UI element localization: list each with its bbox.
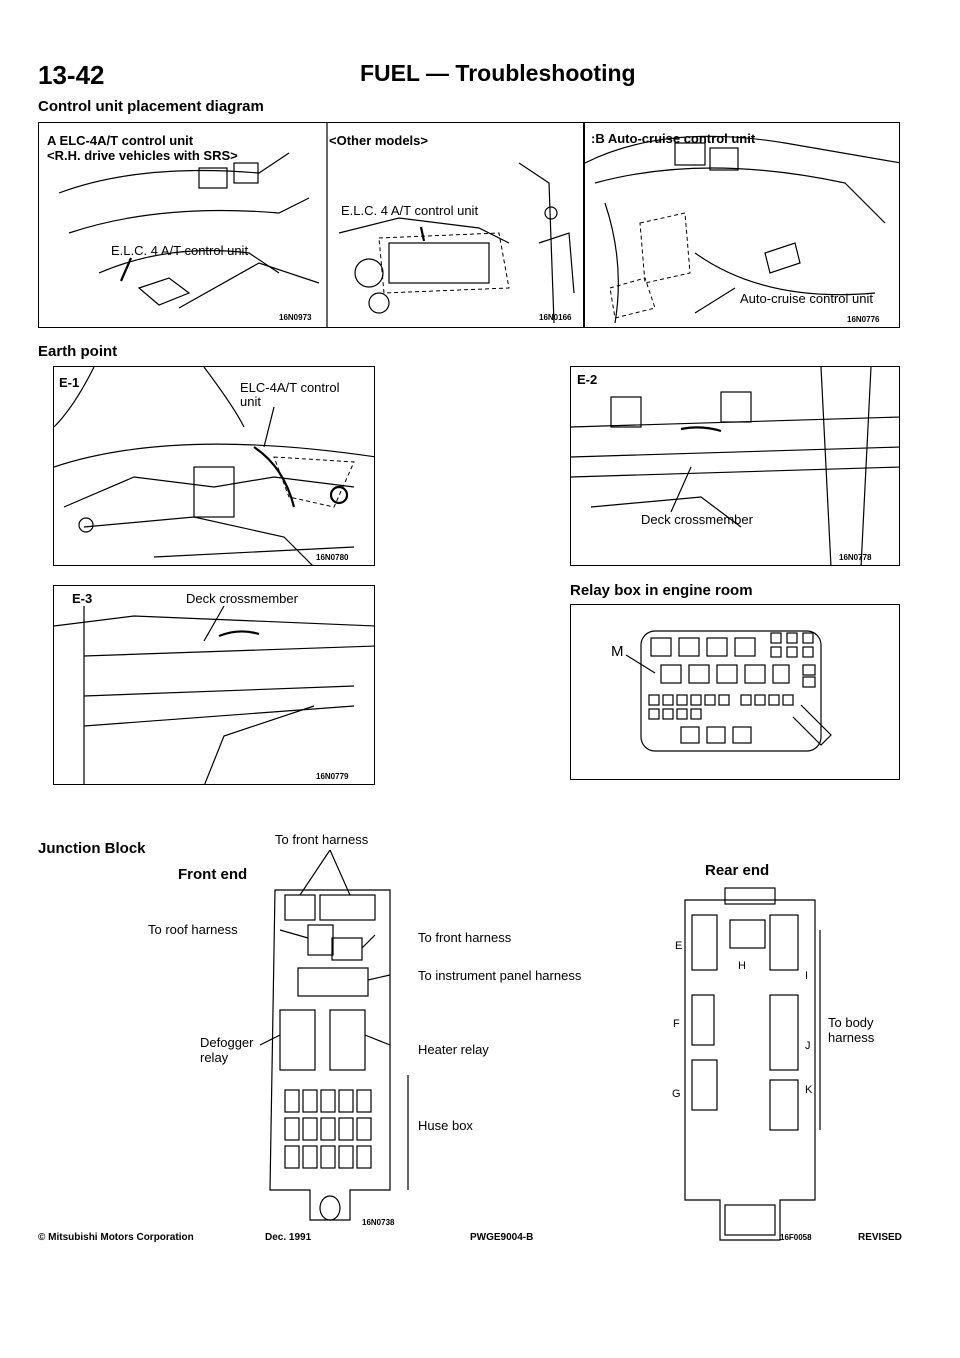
panel-b-label: Auto-cruise control unit xyxy=(740,291,873,306)
section-title-control-unit: Control unit placement diagram xyxy=(38,98,264,115)
rear-letter-g: G xyxy=(672,1088,681,1100)
junction-defogger-relay-line1: Defogger xyxy=(200,1035,254,1050)
footer-status: REVISED xyxy=(858,1232,902,1243)
footer-doc-code: PWGE9004-B xyxy=(470,1232,534,1243)
panel-a-subtitle: <R.H. drive vehicles with SRS> xyxy=(47,148,238,163)
panel-e3-code: 16N0779 xyxy=(316,772,349,781)
junction-fuse-box: Huse box xyxy=(418,1118,473,1133)
panel-e3-label: Deck crossmember xyxy=(186,591,298,606)
panel-a-code-right: 16N0166 xyxy=(539,313,572,322)
rear-to-body-harness-line2: harness xyxy=(828,1030,875,1045)
junction-front-end-illustration xyxy=(259,850,409,1221)
panel-e2: E-2 Deck crossmember 16N0778 xyxy=(570,366,900,566)
footer-rear-code: 16F0058 xyxy=(780,1233,812,1242)
panel-a-label-left: E.L.C. 4 A/T control unit xyxy=(111,243,249,258)
relay-box-label-m: M xyxy=(611,643,624,660)
rear-letter-f: F xyxy=(673,1018,680,1030)
junction-defogger-relay-line2: relay xyxy=(200,1050,229,1065)
rear-letter-e: E xyxy=(675,940,683,952)
panel-b-auto-cruise-unit: :B Auto-cruise control unit Auto-cruise … xyxy=(584,122,900,328)
footer-date: Dec. 1991 xyxy=(265,1232,312,1243)
panel-b-illustration xyxy=(585,135,899,324)
panel-b-title: :B Auto-cruise control unit xyxy=(591,131,756,146)
panel-a-label-right: E.L.C. 4 A/T control unit xyxy=(341,203,479,218)
rear-letter-i: I xyxy=(805,970,809,982)
panel-e2-illustration xyxy=(571,367,899,565)
panel-e3: E-3 Deck crossmember 16N0779 xyxy=(53,585,375,785)
junction-heater-relay: Heater relay xyxy=(418,1042,489,1057)
relay-box-illustration xyxy=(625,630,832,752)
junction-to-roof-harness: To roof harness xyxy=(148,922,238,937)
panel-e3-illustration xyxy=(54,605,374,784)
panel-e3-tag: E-3 xyxy=(72,591,93,606)
panel-a-other-models: <Other models> xyxy=(329,133,428,148)
junction-to-front-harness: To front harness xyxy=(418,930,512,945)
rear-letter-j: J xyxy=(805,1040,811,1052)
section-title-earth-point: Earth point xyxy=(38,343,118,360)
panel-a-elc-control-unit: A ELC-4A/T control unit <R.H. drive vehi… xyxy=(38,122,584,328)
rear-letter-h: H xyxy=(738,960,746,972)
panel-a-code-left: 16N0973 xyxy=(279,313,312,322)
section-title-relay-box: Relay box in engine room xyxy=(570,582,753,599)
junction-to-instrument-panel-harness: To instrument panel harness xyxy=(418,968,582,983)
junction-rear-end-title: Rear end xyxy=(705,862,770,879)
panel-b-code: 16N0776 xyxy=(847,315,880,324)
junction-rear-end-illustration xyxy=(684,887,821,1241)
section-title-junction-block: Junction Block xyxy=(38,840,146,857)
page-title: FUEL — Troubleshooting xyxy=(360,60,636,86)
panel-e2-code: 16N0778 xyxy=(839,553,872,562)
panel-a-title: A ELC-4A/T control unit xyxy=(47,133,194,148)
page-number: 13-42 xyxy=(38,60,105,90)
panel-e1-illustration xyxy=(54,367,374,565)
footer-copyright: © Mitsubishi Motors Corporation xyxy=(38,1232,194,1243)
panel-relay-box: M xyxy=(570,604,900,780)
panel-e1-tag: E-1 xyxy=(59,375,80,390)
junction-to-front-harness-top: To front harness xyxy=(275,832,369,847)
rear-to-body-harness-line1: To body xyxy=(828,1015,874,1030)
panel-e1-label: ELC-4A/T control unit xyxy=(240,380,340,409)
junction-front-end-title: Front end xyxy=(178,866,248,883)
junction-front-code: 16N0738 xyxy=(362,1218,395,1227)
panel-e2-tag: E-2 xyxy=(577,372,598,387)
panel-e1: E-1 ELC-4A/T control unit 16N0780 xyxy=(53,366,375,566)
panel-e2-label: Deck crossmember xyxy=(641,512,753,527)
panel-e1-code: 16N0780 xyxy=(316,553,349,562)
panel-a-illustration xyxy=(58,123,575,327)
rear-letter-k: K xyxy=(805,1084,813,1096)
